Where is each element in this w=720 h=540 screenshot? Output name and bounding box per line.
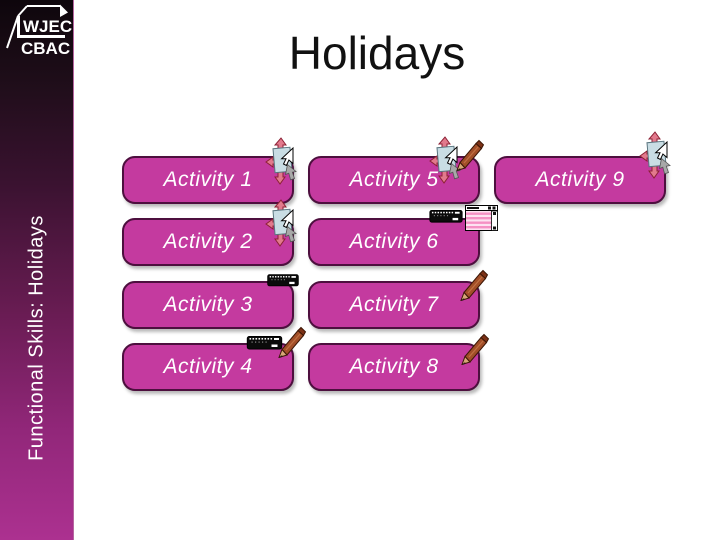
activity-2-wrap: Activity 2 [122, 218, 294, 266]
activity-7-wrap: Activity 7 [308, 281, 480, 329]
activity-5-button[interactable]: Activity 5 [308, 156, 480, 204]
activity-3-button[interactable]: Activity 3 [122, 281, 294, 329]
activity-button-label: Activity 3 [163, 293, 253, 316]
activity-6-wrap: Activity 6 [308, 218, 480, 266]
activity-button-label: Activity 9 [535, 168, 625, 191]
activity-3-wrap: Activity 3 [122, 281, 294, 329]
activity-button-label: Activity 1 [163, 168, 253, 191]
activity-6-button[interactable]: Activity 6 [308, 218, 480, 266]
activity-button-label: Activity 7 [349, 293, 439, 316]
activity-4-button[interactable]: Activity 4 [122, 343, 294, 391]
activity-8-wrap: Activity 8 [308, 343, 480, 391]
activity-button-label: Activity 2 [163, 230, 253, 253]
logo-text-wjec: WJEC [23, 17, 72, 36]
activity-button-label: Activity 6 [349, 230, 439, 253]
activity-button-label: Activity 8 [349, 355, 439, 378]
sidebar: WJEC CBAC Functional Skills: Holidays [0, 0, 74, 540]
page-title: Holidays [288, 27, 466, 79]
activity-button-label: Activity 5 [349, 168, 439, 191]
logo-text-cbac: CBAC [21, 39, 70, 58]
activity-4-wrap: Activity 4 [122, 343, 294, 391]
activity-7-button[interactable]: Activity 7 [308, 281, 480, 329]
sidebar-course-label: Functional Skills: Holidays [25, 215, 47, 461]
wjec-cbac-logo: WJEC CBAC [6, 4, 72, 58]
activity-9-button[interactable]: Activity 9 [494, 156, 666, 204]
activity-button-label: Activity 4 [163, 355, 253, 378]
activity-2-button[interactable]: Activity 2 [122, 218, 294, 266]
activity-1-button[interactable]: Activity 1 [122, 156, 294, 204]
activity-9-wrap: Activity 9 [494, 156, 666, 204]
activity-1-wrap: Activity 1 [122, 156, 294, 204]
activity-5-wrap: Activity 5 [308, 156, 480, 204]
activity-8-button[interactable]: Activity 8 [308, 343, 480, 391]
